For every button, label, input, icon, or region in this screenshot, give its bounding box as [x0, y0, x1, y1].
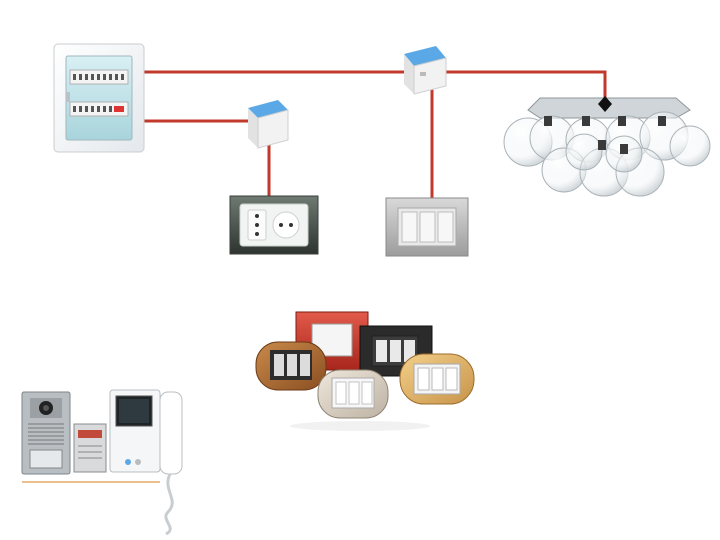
junction-box-icon [404, 46, 447, 95]
breaker-panel-icon [53, 43, 145, 153]
wires [144, 70, 607, 198]
power-socket-icon [229, 195, 319, 255]
light-switch[interactable] [385, 197, 469, 257]
light-switch-icon [385, 197, 469, 257]
video-intercom[interactable] [21, 389, 183, 536]
globe-chandelier-icon [503, 96, 711, 197]
wall-plates[interactable] [255, 311, 475, 431]
ceiling-lamp[interactable] [503, 96, 711, 197]
junction-box-icon [248, 100, 289, 149]
decorative-wall-plates-icon [255, 311, 475, 431]
power-outlet[interactable] [229, 195, 319, 255]
junction-box-outlet[interactable] [248, 100, 289, 149]
wire-main-box-to-lamp [444, 70, 607, 104]
junction-box-main[interactable] [404, 46, 447, 95]
video-door-entry-kit-icon [21, 389, 183, 536]
distribution-panel[interactable] [53, 43, 145, 153]
